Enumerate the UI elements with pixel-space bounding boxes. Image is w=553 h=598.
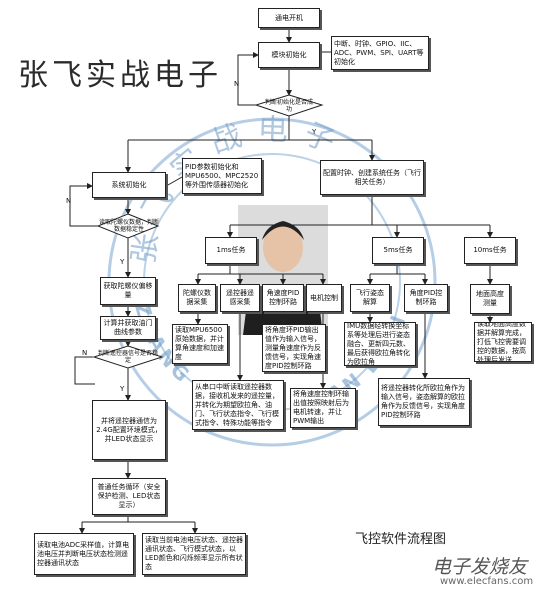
node-rc-decode: 从串口中断读取遥控器数据，接收机发来的遥控量，并转化为期望欧拉角、油门、飞行状态… <box>192 380 284 430</box>
portrait-hair <box>262 221 304 240</box>
node-baro-desc: 读取地面高度数据并解算完成，打低飞控需要调控的数据，按高处理后发送 <box>474 322 532 362</box>
node-motor-out: 将角速度控制环输出值按照映射后为电机转速，并让PWM输出 <box>290 388 356 428</box>
node-angle-pid: 角速度PID控制环路 <box>262 284 304 312</box>
node-acc-collect: 遥控器遥感采集 <box>220 284 260 312</box>
node-pid-param: PID参数初始化和MPU6500、MPC2520等外围传感器初始化 <box>182 158 262 194</box>
node-loop: 普通任务循环（安全保护检测、LED状态显示） <box>92 478 166 515</box>
edge-pid-sys <box>167 176 183 186</box>
edge-rc-n <box>74 356 95 385</box>
node-rc-check: 判断遥控器信号是否稳定 <box>97 350 158 364</box>
site-watermark-script: 电子发烧友 <box>432 556 528 578</box>
node-power-on: 通电开机 <box>258 8 320 28</box>
label-rc-y: Y <box>120 385 125 393</box>
node-angle-pid2: 角度PID控制环路 <box>404 284 448 312</box>
node-init-ok: 判断初始化是否成功 <box>265 99 314 113</box>
brand-title: 张飞实战电子 <box>18 58 222 93</box>
gyro-check-diamond <box>96 213 160 239</box>
node-rc-set: 并将遥控器通信为2.4G配置环境模式，并LED状态显示 <box>92 400 166 460</box>
node-read-gyro: 读取陀螺仪数据，判断数据稳定性 <box>99 219 160 233</box>
node-init-list: 中断、时钟、GPIO、IIC、ADC、PWM、SPI、UART等初始化 <box>331 36 429 70</box>
node-task-5ms: 5ms任务 <box>372 237 424 264</box>
node-adc-read: 读取电池ADC采样值，计算电池电压并判断电压状态检测遥控器通讯状态 <box>34 533 134 575</box>
node-calc-thr: 计算并获取油门曲线参数 <box>100 316 156 340</box>
label-gyro-y: Y <box>120 258 125 266</box>
node-motor-ctrl: 电机控制 <box>306 284 342 312</box>
node-attitude: 飞行姿态解算 <box>350 284 390 312</box>
edge-gyro-n <box>69 183 100 227</box>
node-config-task: 配置时钟、创建系统任务（飞行相关任务） <box>320 160 424 195</box>
node-angle-calc: 将角度环PID输出值作为输入信号，测量角速度作为反馈信号，实现角速度PID控制环… <box>262 324 326 372</box>
node-sys-init: 系统初始化 <box>92 172 166 198</box>
diagram-caption: 飞控软件流程图 <box>355 532 447 547</box>
label-init-y: Y <box>312 128 317 136</box>
node-baro: 地面高度测量 <box>470 284 510 314</box>
site-watermark-url: www.elecfans.com <box>440 576 534 587</box>
node-mpu-read: 读取MPU6500原始数据，并计算角速度和加速度 <box>172 324 228 364</box>
node-get-offset: 获取陀螺仪偏移量 <box>100 277 156 305</box>
node-imu-desc: IMU数据经转换坐标系等处理后进行姿态融合、更新四元数、最后获得欧拉角转化为欧拉… <box>344 322 416 366</box>
node-task-1ms: 1ms任务 <box>205 237 257 264</box>
node-init-module: 模块初始化 <box>258 42 320 68</box>
portrait-head <box>263 222 303 272</box>
node-status-read: 读取当前电池电压状态、遥控器通讯状态、飞行模式状态，以LED颜色和闪烁频率显示所… <box>142 533 246 575</box>
node-task-10ms: 10ms任务 <box>464 237 516 264</box>
label-rc-n: N <box>82 349 88 357</box>
rc-check-diamond <box>92 345 164 369</box>
node-gyro-collect: 陀螺仪数据采集 <box>178 284 216 312</box>
init-check-diamond <box>254 94 324 117</box>
edge-check-n <box>237 52 262 106</box>
node-angle-desc: 将遥控器转化所欧拉角作为输入信号，姿态解算的欧拉角作为反馈信号，实现角度PID控… <box>378 378 470 426</box>
label-gyro-n: N <box>66 197 72 205</box>
label-init-n: N <box>234 80 240 88</box>
